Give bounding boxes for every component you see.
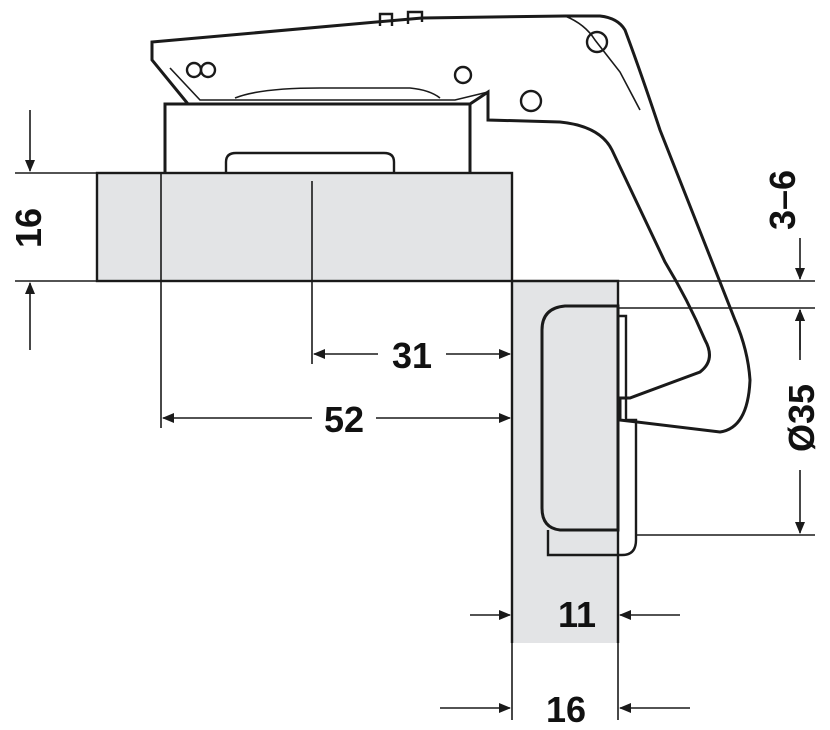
arm-screw-1 — [185, 61, 203, 79]
arm-rivet-3 — [519, 89, 543, 113]
hinge-arm — [150, 14, 752, 434]
dim-cup-label: Ø35 — [781, 384, 822, 452]
door-panel — [512, 281, 618, 643]
cabinet-panel — [95, 171, 514, 283]
dim-gap-label: 3–6 — [762, 170, 803, 230]
hinge-arm-inner-line — [564, 15, 641, 111]
arm-screw-2 — [199, 61, 217, 79]
adjust-knobs — [378, 10, 424, 26]
arm-rivet-1 — [585, 30, 609, 54]
arm-rivet-2 — [453, 65, 473, 85]
plate-slot — [224, 151, 396, 173]
hinge-cup — [540, 304, 620, 532]
dim-52-label: 52 — [324, 399, 364, 440]
hinge-arm-underside — [169, 67, 489, 101]
dim-16-top-label: 16 — [8, 208, 49, 248]
plate-cam — [234, 87, 441, 99]
mounting-plate — [163, 102, 472, 173]
cup-flange — [546, 314, 638, 557]
dim-16-door-label: 16 — [546, 689, 586, 730]
dim-11-label: 11 — [558, 594, 596, 635]
dim-31-label: 31 — [392, 335, 432, 376]
